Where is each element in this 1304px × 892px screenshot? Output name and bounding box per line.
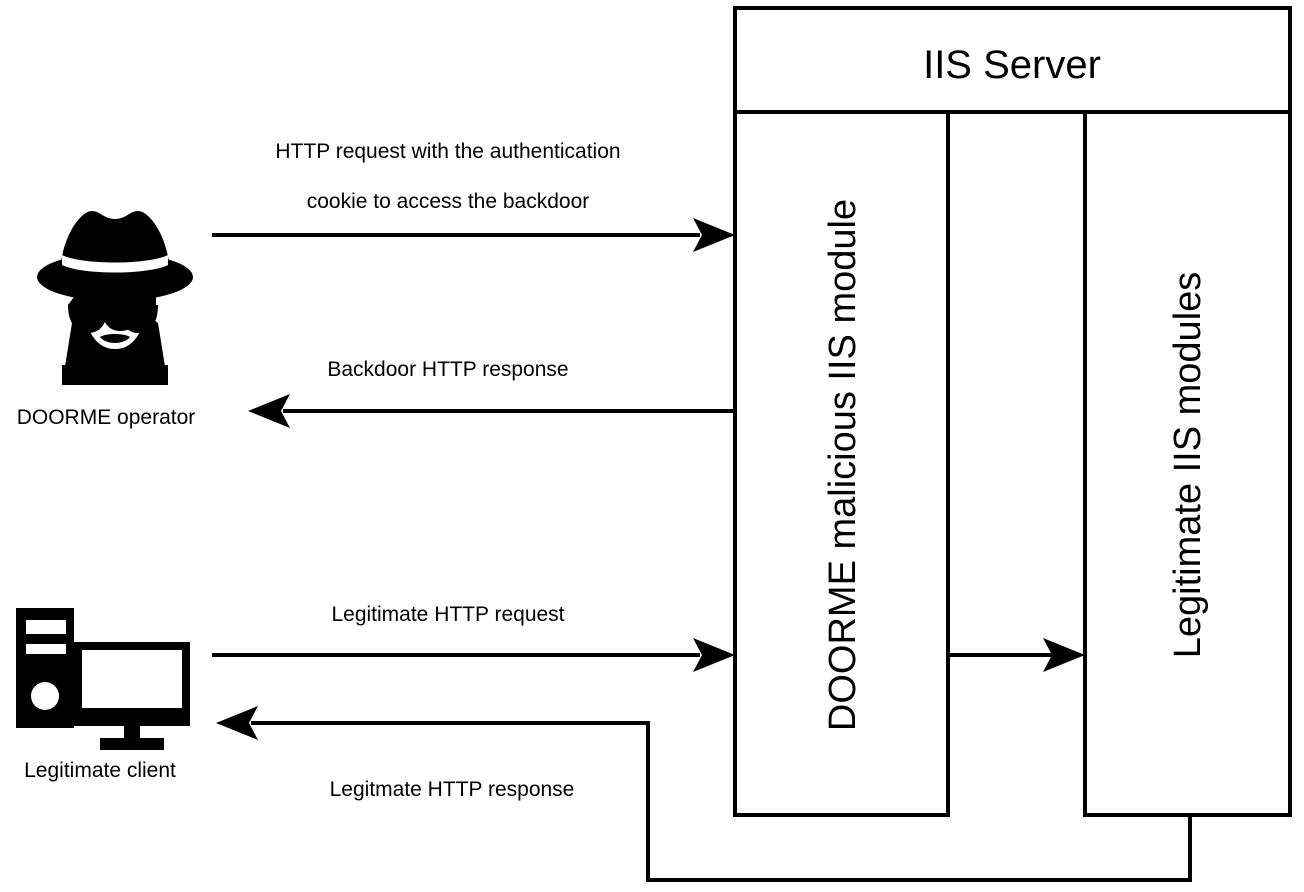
doorme-module-group: DOORME malicious IIS module — [733, 110, 950, 817]
iis-server-header-box — [733, 6, 1292, 114]
doorme-operator-actor: DOORME operator — [17, 211, 196, 429]
flow-backdoor-request-label-line1: HTTP request with the authentication — [275, 140, 620, 163]
spy-hacker-icon — [37, 211, 193, 385]
flow-legitimate-response: Legitmate HTTP response — [216, 706, 1192, 882]
flow-backdoor-request-label-line2: cookie to access the backdoor — [307, 190, 590, 213]
flow-backdoor-response-label: Backdoor HTTP response — [327, 358, 568, 381]
legitimate-modules-label: Legitimate IIS modules — [1167, 272, 1209, 659]
legitimate-modules-box — [1083, 110, 1292, 817]
flow-module-forward — [948, 638, 1085, 672]
flow-backdoor-response: Backdoor HTTP response — [248, 358, 735, 428]
desktop-computer-icon — [16, 608, 190, 750]
flow-legitimate-request: Legitimate HTTP request — [212, 603, 735, 672]
legitimate-client-actor: Legitimate client — [16, 608, 190, 782]
iis-server-title: IIS Server — [923, 43, 1101, 87]
flow-legitimate-response-line — [251, 721, 1192, 882]
flow-legitimate-request-label: Legitimate HTTP request — [331, 603, 564, 626]
legitimate-modules-group: Legitimate IIS modules — [1083, 110, 1292, 817]
doorme-module-label: DOORME malicious IIS module — [822, 199, 864, 731]
doorme-operator-label: DOORME operator — [17, 406, 196, 429]
flow-backdoor-request: HTTP request with the authentication coo… — [212, 140, 735, 252]
doorme-module-box — [733, 110, 950, 817]
legitimate-client-label: Legitimate client — [24, 759, 176, 782]
flow-legitimate-response-label: Legitmate HTTP response — [330, 778, 575, 801]
iis-server-group: IIS Server — [733, 6, 1292, 114]
